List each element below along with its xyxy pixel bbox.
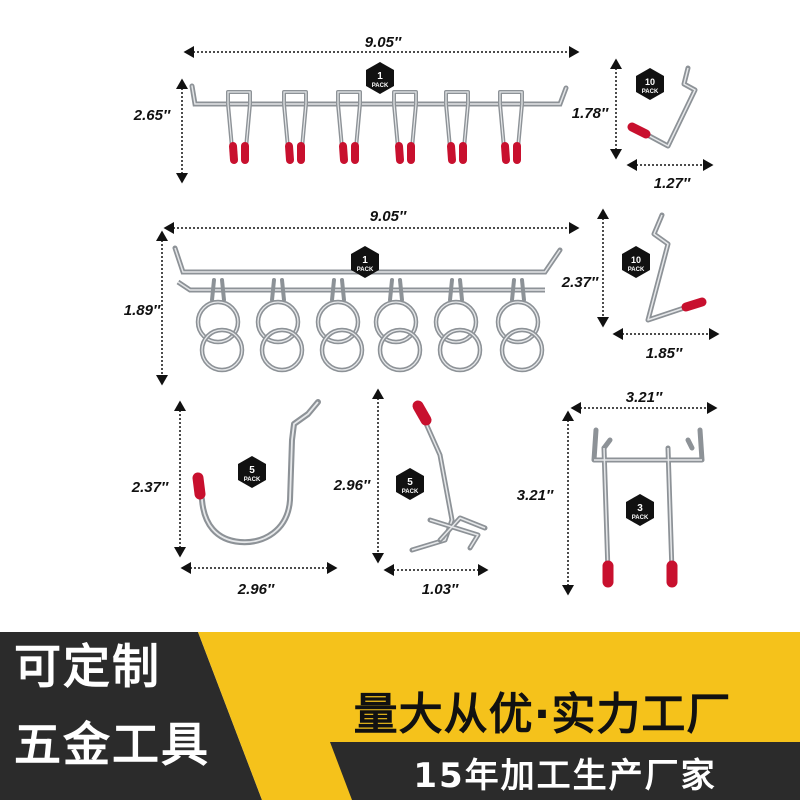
double-hook-width-label: 3.21″ [626,389,663,406]
banner-dark-panel [0,632,262,800]
banner-subtitle-panel [330,742,800,800]
svg-text:10: 10 [645,77,655,87]
svg-text:5: 5 [249,465,255,476]
svg-text:10: 10 [631,255,641,265]
angled-hook-width-label: 1.85″ [646,345,683,362]
ring-hook-2 [255,278,305,373]
svg-text:PACK: PACK [642,89,659,95]
pack-badge-1: 1 PACK [366,62,394,94]
banner-left-text: 可定制 五金工具 [0,632,262,800]
ring-hook-3 [315,278,365,373]
bar-hook-3 [336,90,362,164]
ring-bar-height-label: 1.89″ [124,302,161,319]
j-hook-width-label: 2.96″ [237,581,275,598]
small-angled-hook: 1.78″ 1.27″ 10 PACK [572,58,714,192]
width-label: 9.05″ [365,34,402,51]
bar-hook-1 [226,90,252,164]
svg-text:PACK: PACK [372,83,389,89]
angled-hook-height-label: 2.37″ [561,274,599,291]
ring-hook-4 [373,278,423,373]
j-hook-height-label: 2.37″ [131,479,169,496]
straight-hook: 2.96″ 1.03″ 5 PACK [333,388,489,598]
bar-hook-5 [444,90,470,164]
ring-bar-width-label: 9.05″ [370,208,407,225]
pack-badge-10: 10 PACK [636,68,664,100]
j-hook: 2.37″ 2.96″ 5 PACK [131,399,338,598]
banner-left-line1: 可定制 [14,640,161,695]
bar-hook-6 [498,90,524,164]
pack-badge-5: 5 PACK [238,456,266,488]
bar-hook-2 [282,90,308,164]
svg-text:PACK: PACK [244,477,261,483]
svg-text:1: 1 [362,255,368,266]
ring-hook-6 [495,278,545,373]
angled-l-hook: 2.37″ 1.85″ 10 PACK [561,208,720,362]
pack-badge-3: 3 PACK [626,494,654,526]
banner-left-line2: 五金工具 [14,718,210,773]
svg-text:1: 1 [377,71,383,82]
bar-hook-4 [392,90,418,164]
ring-hook-5 [433,278,483,373]
banner-subtitle: 15年加工生产厂家 [413,756,717,796]
double-hook-height-label: 3.21″ [517,487,554,504]
svg-text:PACK: PACK [357,267,374,273]
svg-text:PACK: PACK [402,489,419,495]
double-prong-hook: 3.21″ 3.21″ 3 PACK [517,389,718,596]
straight-hook-height-label: 2.96″ [333,477,371,494]
ring-hook-1 [195,278,245,373]
pack-badge-5b: 5 PACK [396,468,424,500]
svg-text:5: 5 [407,477,413,488]
bar-hook-assembly: 9.05″ 2.65″ 1 PACK [133,34,580,184]
svg-text:PACK: PACK [628,267,645,273]
svg-text:PACK: PACK [632,515,649,521]
promo-banner [0,632,800,800]
small-hook-height-label: 1.78″ [572,105,609,122]
ring-hooks [195,278,545,373]
height-label: 2.65″ [133,107,171,124]
pack-badge-10b: 10 PACK [622,246,650,278]
ring-bar-assembly: 9.05″ 1.89″ 1 PACK [124,208,580,386]
small-hook-width-label: 1.27″ [654,175,691,192]
bar-hooks [226,90,524,164]
banner-slogan: 量大从优·实力工厂 [353,689,732,740]
straight-hook-width-label: 1.03″ [422,581,459,598]
svg-text:3: 3 [637,503,643,514]
pack-badge-1b: 1 PACK [351,246,379,278]
